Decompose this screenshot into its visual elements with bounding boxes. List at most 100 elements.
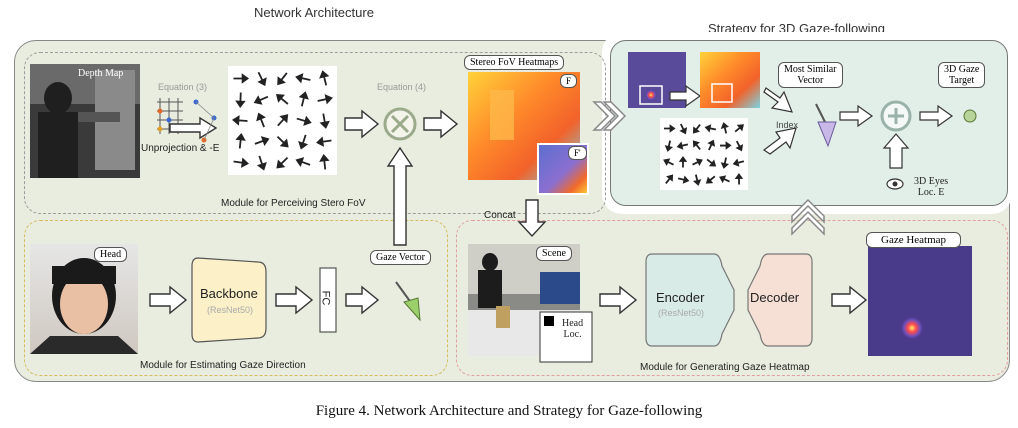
vector-glyph-icon xyxy=(295,157,311,168)
vector-glyph-icon xyxy=(679,123,688,135)
vector-glyph-icon xyxy=(231,115,248,126)
backbone-label: Backbone xyxy=(200,286,258,301)
vector-glyph-icon xyxy=(706,158,717,167)
vector-glyph-icon xyxy=(678,155,688,168)
backbone-block xyxy=(191,257,267,343)
vector-glyph-icon xyxy=(235,132,246,149)
arrow-to-fov xyxy=(423,109,459,139)
vector-glyph-icon xyxy=(705,175,716,184)
vector-glyph-icon xyxy=(719,141,732,150)
arrow-decoder-to-heatmap xyxy=(831,285,868,315)
decoder-block xyxy=(747,253,813,347)
vector-glyph-icon xyxy=(277,72,288,86)
gaze-heatmap-tag: Gaze Heatmap xyxy=(866,232,962,248)
vector-glyph-icon xyxy=(298,91,309,107)
arrow-eyes-to-plus xyxy=(882,133,910,169)
vector-glyph-icon xyxy=(296,115,312,126)
vector-glyph-icon xyxy=(692,158,703,167)
vector-glyph-icon xyxy=(319,70,330,86)
vector-glyph-icon xyxy=(704,124,717,133)
arrow-gaze-to-otimes xyxy=(386,146,414,246)
vector-glyph-icon xyxy=(256,112,266,128)
stereo-fov-tag: Stereo FoV Heatmaps xyxy=(464,55,565,70)
concat-label: Concat xyxy=(484,210,516,221)
vector-glyph-icon xyxy=(276,156,289,169)
vector-glyph-icon xyxy=(257,71,267,87)
encoder-resnet-label: (ResNet50) xyxy=(658,308,705,318)
scene-tag: Scene xyxy=(536,246,572,261)
arrow-to-plus xyxy=(839,104,874,128)
vector-glyph-icon xyxy=(692,140,701,150)
eyes-label: 3D Eyes Loc. E xyxy=(914,176,949,198)
fc-block xyxy=(319,267,337,333)
equation4-label: Equation (4) xyxy=(377,82,427,92)
vector-field-small xyxy=(660,118,748,190)
arrow-head-to-backbone xyxy=(149,285,188,315)
f-prime-tag: F' xyxy=(568,146,587,160)
arrow-vectors-to-similar xyxy=(762,127,797,155)
vector-glyph-icon xyxy=(277,114,289,127)
vector-glyph-icon xyxy=(664,140,674,152)
vector-glyph-icon xyxy=(734,124,745,133)
head-tag: Head xyxy=(94,247,128,262)
vector-glyph-icon xyxy=(233,73,250,84)
coord-dots-icon xyxy=(193,99,217,143)
vector-glyph-icon xyxy=(720,157,730,169)
vector-glyph-icon xyxy=(692,174,702,186)
encoder-label: Encoder xyxy=(656,290,705,305)
vector-glyph-icon xyxy=(719,175,730,184)
chevron-right-icon xyxy=(592,101,627,131)
arrow-scene-to-encoder xyxy=(599,285,638,315)
backbone-resnet-label: (ResNet50) xyxy=(207,305,254,315)
vector-glyph-icon xyxy=(253,95,269,105)
chevron-up-icon xyxy=(791,198,825,236)
fc-label: FC xyxy=(319,290,332,306)
head-image xyxy=(30,244,138,354)
most-similar-tag: Most Similar Vector xyxy=(778,62,843,88)
vector-glyph-icon xyxy=(676,141,689,150)
vector-glyph-icon xyxy=(663,158,674,167)
vector-glyph-icon xyxy=(319,113,330,129)
similar-vector-arrow-icon xyxy=(815,103,837,148)
vector-field-image xyxy=(228,66,337,175)
f-tag: F xyxy=(560,74,578,88)
vector-glyph-icon xyxy=(317,94,333,105)
gaze-target-dot xyxy=(963,109,977,123)
vector-glyph-icon xyxy=(720,122,729,134)
vector-glyph-icon xyxy=(664,124,676,133)
vector-glyph-icon xyxy=(707,139,716,151)
vector-glyph-icon xyxy=(735,140,744,152)
target-tag: 3D Gaze Target xyxy=(938,62,986,88)
head-loc-image xyxy=(539,311,593,363)
module-fov-box xyxy=(24,52,606,214)
vector-glyph-icon xyxy=(732,158,745,167)
figure-caption: Figure 4. Network Architecture and Strat… xyxy=(315,403,703,419)
fov-heatmap-f-prime xyxy=(537,143,589,195)
plus-circle-icon xyxy=(880,100,912,132)
decoder-label: Decoder xyxy=(750,290,800,305)
module-heatmap-label: Module for Generating Gaze Heatmap xyxy=(640,362,810,373)
unprojection-label: Unprojection & -E xyxy=(141,143,220,154)
depth-map-image xyxy=(30,64,140,178)
vector-glyph-icon xyxy=(298,134,309,150)
arrow-concat xyxy=(517,199,547,238)
arrow-backbone-to-fc xyxy=(275,285,314,315)
network-architecture-title: Network Architecture xyxy=(254,5,374,20)
arrow-strategy-1 xyxy=(669,84,702,108)
arrow-to-eq4 xyxy=(344,109,380,139)
arrow-plus-to-target xyxy=(919,104,954,128)
arrow-fc-to-vector xyxy=(345,285,380,315)
module-heatmap-box xyxy=(456,220,1008,376)
depth-map-label: Depth Map xyxy=(78,68,124,79)
otimes-icon xyxy=(383,107,417,141)
vector-glyph-icon xyxy=(692,124,701,134)
vector-glyph-icon xyxy=(316,136,332,147)
module-gaze-label: Module for Estimating Gaze Direction xyxy=(140,360,306,371)
equation3-label: Equation (3) xyxy=(158,82,208,92)
vector-glyph-icon xyxy=(295,73,311,84)
gaze-vector-tag: Gaze Vector xyxy=(370,250,431,265)
strategy-fov-image xyxy=(700,52,760,108)
module-fov-label: Module for Perceiving Stero FoV xyxy=(221,198,366,209)
vector-glyph-icon xyxy=(677,175,690,184)
